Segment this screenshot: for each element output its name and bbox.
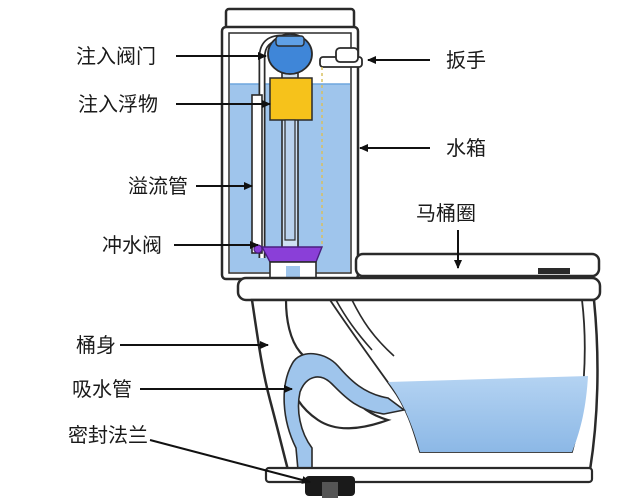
label-overflow-tube: 溢流管 xyxy=(128,174,188,198)
label-tank: 水箱 xyxy=(446,136,486,160)
trapway-water xyxy=(283,352,406,471)
handle xyxy=(319,47,363,248)
overflow-tube xyxy=(251,94,263,254)
float-cup xyxy=(269,77,313,121)
pointer-arrows xyxy=(120,52,462,484)
bowl xyxy=(236,252,602,498)
label-fill-valve: 注入阀门 xyxy=(76,44,156,68)
labels: 注入阀门 注入浮物 溢流管 冲水阀 桶身 吸水管 密封法兰 扳手 水箱 马桶圈 xyxy=(68,44,486,447)
bowl-interior xyxy=(329,299,586,453)
flapper xyxy=(260,246,324,263)
label-body: 桶身 xyxy=(76,333,116,357)
arrow-wax-ring xyxy=(149,439,311,484)
label-trapway: 吸水管 xyxy=(72,377,132,401)
label-flush-valve: 冲水阀 xyxy=(102,233,162,257)
label-float: 注入浮物 xyxy=(78,92,158,116)
overflow-pipe xyxy=(251,94,263,254)
bowl-rim xyxy=(236,276,602,302)
label-wax-ring: 密封法兰 xyxy=(68,423,148,447)
bowl-water xyxy=(388,376,588,452)
label-handle: 扳手 xyxy=(446,48,486,72)
label-seat: 马桶圈 xyxy=(416,201,476,225)
